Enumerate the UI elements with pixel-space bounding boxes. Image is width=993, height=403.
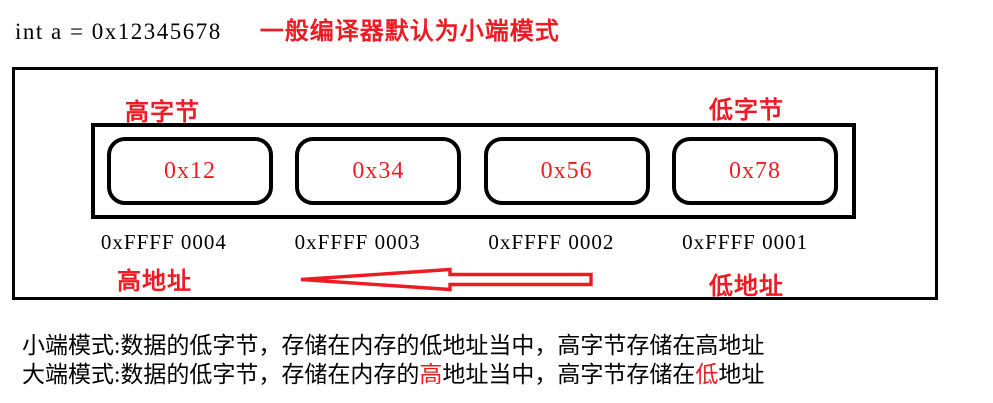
- note-big-label: 大端模式:: [22, 362, 121, 387]
- address-label-3: 0xFFFF 0001: [682, 230, 809, 254]
- memory-cell-0: 0x12: [107, 137, 273, 205]
- code-declaration: int a = 0x12345678: [15, 19, 222, 44]
- title-note: 一般编译器默认为小端模式: [259, 19, 560, 45]
- address-label-1: 0xFFFF 0003: [294, 230, 421, 254]
- note-big-red-low: 低: [695, 362, 719, 387]
- address-label-2: 0xFFFF 0002: [488, 230, 615, 254]
- high-address-label: 高地址: [117, 269, 192, 295]
- note-big-seg1: 数据的低字节，存储在内存的: [120, 362, 420, 387]
- note-big-seg3: 地址: [718, 362, 765, 387]
- low-byte-label: 低字节: [709, 98, 784, 124]
- note-little-endian: 小端模式:数据的低字节，存储在内存的低地址当中，高字节存储在高地址: [22, 331, 764, 360]
- cell-value: 0x34: [352, 157, 405, 184]
- memory-strip: 0x12 0x34 0x56 0x78: [91, 123, 856, 219]
- memory-cell-3: 0x78: [671, 137, 838, 205]
- memory-diagram-box: 高字节 低字节 0x12 0x34 0x56 0x78 0xFFFF 0004 …: [12, 67, 938, 300]
- memory-cell-2: 0x56: [483, 137, 650, 205]
- memory-cell-1: 0x34: [295, 137, 462, 205]
- left-arrow-icon: [297, 267, 595, 293]
- endianness-notes: 小端模式:数据的低字节，存储在内存的低地址当中，高字节存储在高地址 大端模式:数…: [22, 331, 764, 389]
- note-big-seg2: 地址当中，高字节存储在: [442, 362, 696, 387]
- title-row: int a = 0x12345678 一般编译器默认为小端模式: [15, 11, 560, 46]
- cell-value: 0x78: [728, 157, 781, 184]
- note-big-endian: 大端模式:数据的低字节，存储在内存的高地址当中，高字节存储在低地址: [22, 360, 764, 389]
- note-little-label: 小端模式:: [22, 333, 121, 358]
- note-big-red-high: 高: [419, 362, 443, 387]
- note-little-body: 数据的低字节，存储在内存的低地址当中，高字节存储在高地址: [120, 333, 765, 358]
- low-address-label: 低地址: [709, 274, 784, 300]
- address-row: 0xFFFF 0004 0xFFFF 0003 0xFFFF 0002 0xFF…: [67, 230, 842, 255]
- high-byte-label: 高字节: [125, 100, 200, 126]
- cell-value: 0x56: [540, 157, 593, 184]
- address-label-0: 0xFFFF 0004: [100, 230, 227, 254]
- cell-value: 0x12: [164, 157, 216, 184]
